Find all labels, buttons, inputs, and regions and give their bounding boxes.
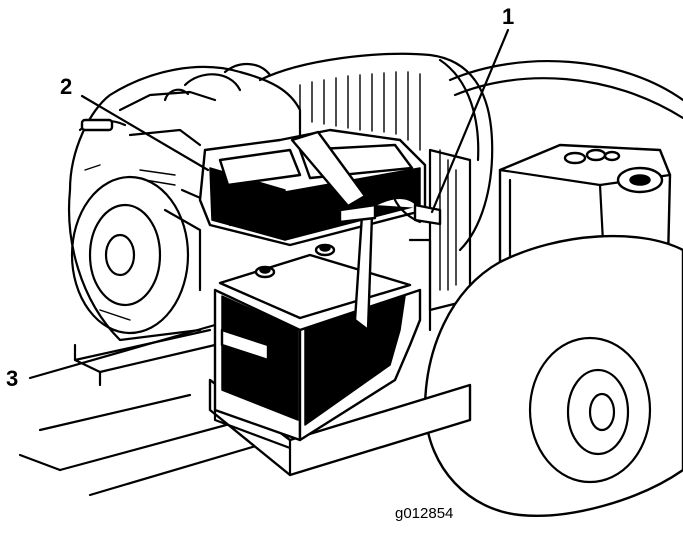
battery-strap (290, 130, 442, 332)
engine-housing (258, 52, 494, 332)
engine (68, 63, 302, 342)
callout-1-label: 1 (502, 4, 515, 29)
figure-id-label: g012854 (395, 505, 454, 522)
rear-wheel (423, 60, 683, 517)
callout-3-leader (28, 323, 217, 380)
callout-3-label: 3 (6, 366, 19, 391)
battery-box (213, 243, 422, 450)
callout-1-leader (430, 28, 510, 214)
callout-2-leader (80, 94, 210, 172)
callout-2-label: 2 (60, 74, 73, 99)
battery-platform (208, 378, 472, 477)
